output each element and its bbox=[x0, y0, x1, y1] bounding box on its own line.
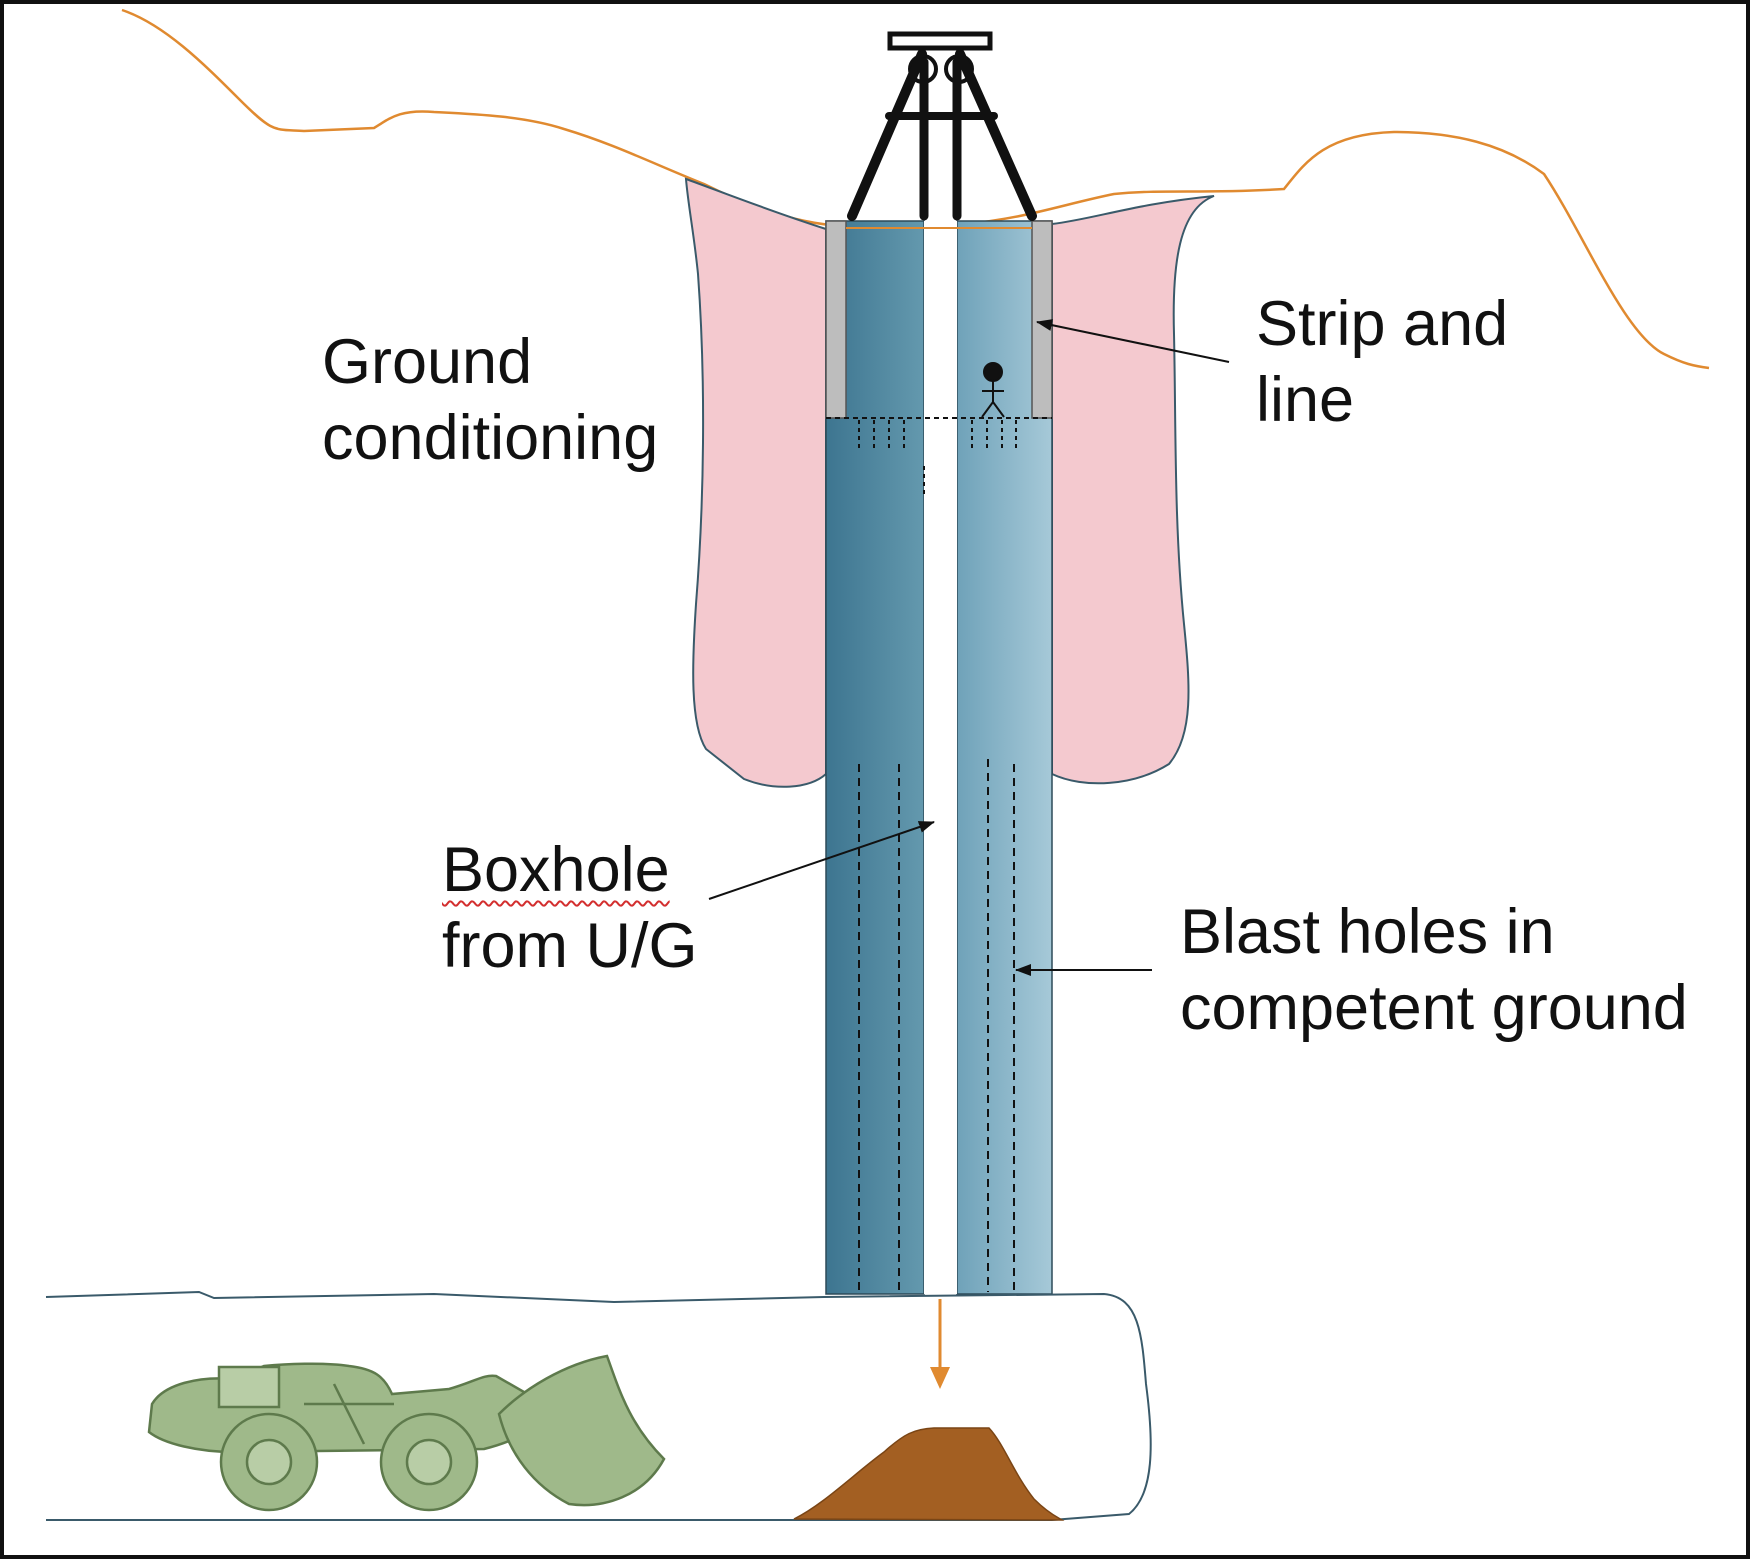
strip-and-line-arrow bbox=[1036, 319, 1230, 363]
strip-and-line-label-line-1: Strip and bbox=[1256, 289, 1509, 359]
boxhole bbox=[924, 221, 957, 1294]
shaft bbox=[825, 220, 1053, 1295]
underground-drift bbox=[45, 1290, 1152, 1521]
ground-conditioning-label: Ground conditioning bbox=[322, 324, 658, 476]
mine-headframe-icon bbox=[847, 31, 1037, 221]
blast-holes bbox=[858, 759, 1015, 1292]
boxhole-arrow bbox=[708, 821, 935, 900]
ground-conditioning-label-line-1: Ground bbox=[322, 327, 533, 397]
blast-holes-label: Blast holes in competent ground bbox=[1180, 894, 1688, 1046]
steel-liner-left bbox=[825, 220, 847, 419]
boxhole-label: Boxhole from U/G bbox=[442, 832, 698, 984]
strip-and-line-label: Strip and line bbox=[1256, 286, 1508, 438]
boxhole-label-line-1: Boxhole bbox=[442, 835, 670, 905]
muck-pile-icon bbox=[793, 1427, 1065, 1521]
strip-and-line-label-line-2: line bbox=[1256, 365, 1355, 435]
ground-conditioning-zone-left bbox=[684, 177, 827, 788]
blast-holes-label-line-2: competent ground bbox=[1180, 973, 1688, 1043]
stick-figure-worker-icon bbox=[981, 362, 1005, 418]
underground-loader-icon bbox=[147, 1354, 666, 1512]
steel-liner-right bbox=[1031, 220, 1053, 419]
ground-conditioning-label-line-2: conditioning bbox=[322, 403, 659, 473]
shaft-sinking-diagram bbox=[45, 8, 1710, 1521]
ore-flow-arrow bbox=[930, 1299, 950, 1389]
probe-holes bbox=[858, 420, 1017, 496]
ground-conditioning-zone-right bbox=[1051, 195, 1215, 785]
blast-holes-label-line-1: Blast holes in bbox=[1180, 897, 1555, 967]
boxhole-label-line-2: from U/G bbox=[442, 911, 698, 981]
